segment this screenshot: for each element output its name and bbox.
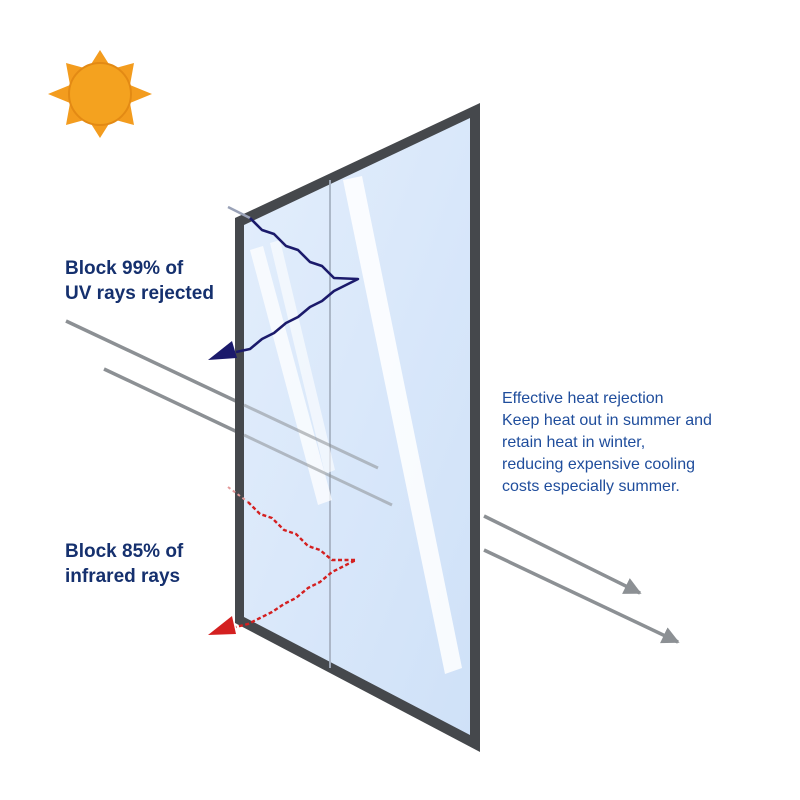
uv-ray [208, 205, 360, 360]
light-rays-through-glass [243, 403, 393, 507]
uv-block-label: Block 99% of UV rays rejected [65, 256, 214, 306]
infrared-block-label: Block 85% of infrared rays [65, 539, 183, 589]
infrared-ray-zigzag [235, 501, 358, 629]
infrared-ray [208, 486, 358, 635]
heat-text-line-3: retain heat in winter, [502, 434, 646, 451]
window-pane [235, 103, 480, 752]
heat-text-line-2: Keep heat out in summer and [502, 412, 712, 429]
sun-icon [48, 50, 152, 138]
uv-ray-zigzag [235, 217, 360, 354]
window-glass [244, 118, 470, 735]
uv-label-line-2: UV rays rejected [65, 283, 214, 304]
glass-reflection-3 [270, 240, 335, 474]
uv-label-line-1: Block 99% of [65, 258, 184, 279]
light-ray-upper-outgoing [483, 514, 642, 595]
heat-text-line-5: costs especially summer. [502, 478, 680, 495]
infrared-ray-incoming [227, 486, 249, 503]
ir-label-line-1: Block 85% of [65, 541, 184, 562]
uv-arrowhead [208, 341, 237, 360]
glass-reflection-2 [250, 246, 332, 505]
ir-label-line-2: infrared rays [65, 566, 181, 587]
heat-text-line-4: reducing expensive cooling [502, 456, 696, 473]
infrared-arrowhead [208, 616, 236, 635]
heat-text-line-1: Effective heat rejection [502, 390, 664, 407]
uv-ray-incoming [227, 205, 251, 220]
heat-rejection-text: Effective heat rejection Keep heat out i… [502, 388, 712, 498]
glass-reflection-1 [343, 176, 462, 674]
light-ray-lower-outgoing [483, 548, 680, 644]
